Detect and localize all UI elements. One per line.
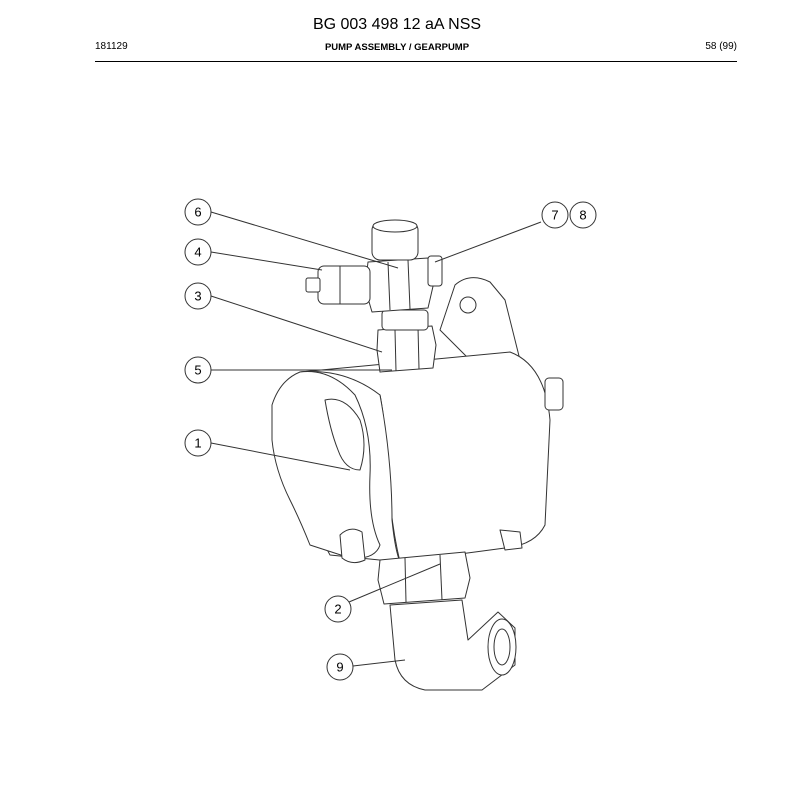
callout-5-label: 5 (194, 363, 201, 378)
callout-9-circle (326, 653, 354, 681)
document-title: BG 003 498 12 aA NSS (312, 16, 482, 33)
callout-1-circle (184, 429, 212, 457)
callout-7-circle (541, 201, 569, 229)
cover-bolt (339, 528, 366, 564)
cover-recess (324, 398, 365, 471)
callout-3-circle (184, 282, 212, 310)
header-section-title: PUMP ASSEMBLY / GEARPUMP (324, 42, 470, 53)
elbow-fitting (389, 599, 516, 691)
push-fitting-stem (305, 277, 321, 293)
drive-shaft (544, 377, 564, 411)
callout-8-circle (569, 201, 597, 229)
callout-8-label: 8 (579, 208, 586, 223)
callout-4-label: 4 (194, 245, 201, 260)
push-fitting-left (317, 265, 371, 305)
top-hex-nut (376, 325, 437, 373)
callout-5-circle (184, 356, 212, 384)
header-rule (95, 61, 737, 62)
bottom-hex-nut (377, 551, 471, 605)
mounting-bracket (439, 277, 521, 361)
bracket-hole (459, 296, 477, 314)
body-foot (499, 529, 523, 551)
top-adapter (381, 309, 429, 331)
callout-6-label: 6 (194, 205, 201, 220)
callout-9-label: 9 (336, 660, 343, 675)
callout-7-label: 7 (551, 208, 558, 223)
callout-2-circle (324, 595, 352, 623)
header-page-number: 58 (99) (705, 41, 737, 52)
callout-6-circle (184, 198, 212, 226)
header-date: 181129 (95, 41, 128, 52)
callout-3-label: 3 (194, 289, 201, 304)
callout-4-circle (184, 238, 212, 266)
tee-fitting (364, 257, 435, 313)
side-nut-right (427, 255, 443, 287)
callout-1-label: 1 (194, 436, 201, 451)
callout-2-label: 2 (334, 602, 341, 617)
